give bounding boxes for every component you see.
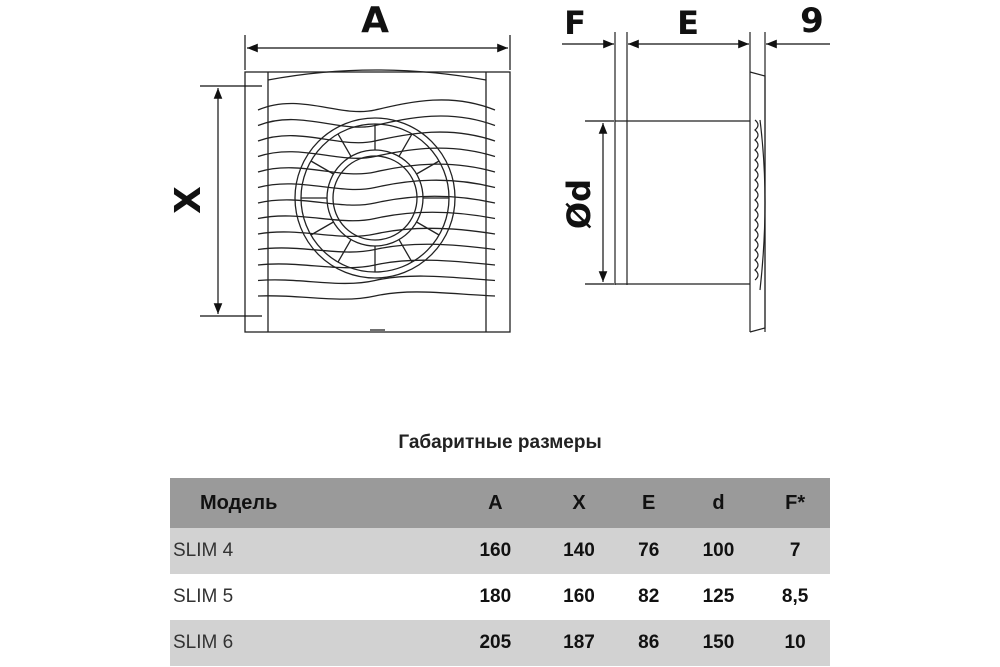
louver-line bbox=[257, 211, 496, 222]
louver-line bbox=[257, 227, 496, 237]
value-cell: 8,5 bbox=[760, 574, 830, 620]
value-cell: 125 bbox=[676, 574, 761, 620]
header-a: A bbox=[453, 478, 538, 528]
dim-label-a: A bbox=[361, 0, 389, 41]
rib-line bbox=[310, 160, 334, 175]
dim-label-grille: 9 bbox=[800, 1, 824, 41]
header-e: E bbox=[620, 478, 677, 528]
value-cell: 187 bbox=[537, 620, 621, 666]
louver-line bbox=[257, 179, 496, 191]
table-title: Габаритные размеры bbox=[398, 432, 602, 453]
value-cell: 76 bbox=[620, 528, 677, 574]
table-header-row: Модель A X E d F* bbox=[170, 478, 830, 528]
front-view bbox=[244, 69, 511, 333]
model-cell: SLIM 6 bbox=[170, 620, 454, 666]
rib-line bbox=[416, 221, 440, 236]
dim-label-e: E bbox=[677, 4, 699, 42]
value-cell: 160 bbox=[453, 528, 538, 574]
model-cell: SLIM 5 bbox=[170, 574, 454, 620]
rib-line bbox=[398, 133, 413, 157]
dim-label-diameter: Ød bbox=[560, 179, 598, 229]
louver-line bbox=[257, 99, 496, 113]
rib-line bbox=[416, 160, 440, 175]
rib-line bbox=[310, 221, 334, 236]
value-cell: 86 bbox=[620, 620, 677, 666]
value-cell: 140 bbox=[537, 528, 621, 574]
rib-line bbox=[337, 133, 352, 157]
louver-line bbox=[257, 131, 496, 144]
header-x: X bbox=[537, 478, 621, 528]
louver-line bbox=[257, 275, 496, 285]
louver-line bbox=[257, 259, 496, 269]
header-d: d bbox=[676, 478, 761, 528]
value-cell: 205 bbox=[453, 620, 538, 666]
rib-line bbox=[337, 239, 352, 263]
value-cell: 7 bbox=[760, 528, 830, 574]
value-cell: 10 bbox=[760, 620, 830, 666]
model-cell: SLIM 4 bbox=[170, 528, 454, 574]
header-f: F* bbox=[760, 478, 830, 528]
value-cell: 180 bbox=[453, 574, 538, 620]
louver-line bbox=[257, 163, 496, 175]
value-cell: 100 bbox=[676, 528, 761, 574]
value-cell: 82 bbox=[620, 574, 677, 620]
front-dimensions bbox=[200, 35, 511, 317]
rib-line bbox=[398, 239, 413, 263]
fan-dimension-drawing: A X F E 9 Ød bbox=[168, 0, 830, 333]
side-view bbox=[614, 32, 766, 333]
side-dimensions bbox=[562, 39, 830, 285]
dim-label-x: X bbox=[168, 186, 209, 214]
dim-label-f: F bbox=[564, 4, 586, 42]
value-cell: 150 bbox=[676, 620, 761, 666]
header-model: Модель bbox=[170, 478, 454, 528]
louver-line bbox=[257, 195, 496, 206]
value-cell: 160 bbox=[537, 574, 621, 620]
louver-line bbox=[257, 291, 496, 300]
